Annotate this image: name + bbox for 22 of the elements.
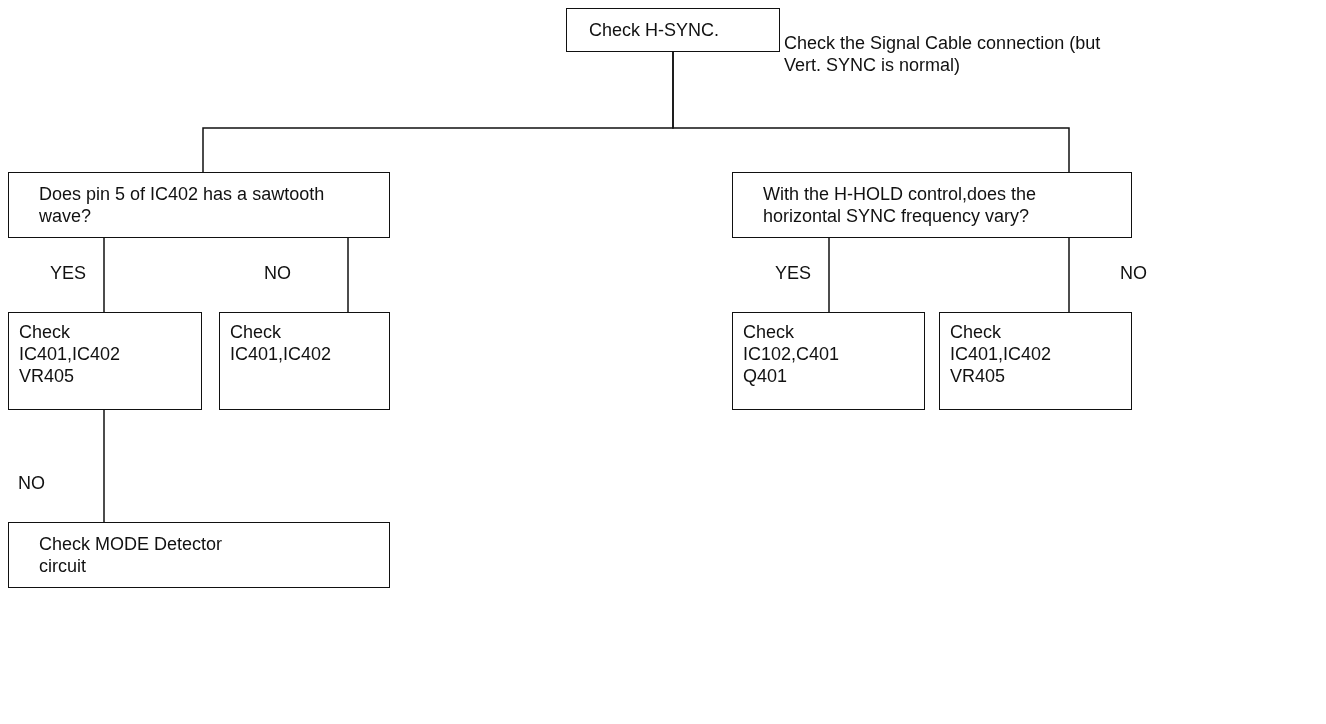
- box-text: With the H-HOLD control,does the horizontal SYNC frequency vary?: [763, 183, 1038, 227]
- connector-line: [1068, 237, 1070, 313]
- box-text: Check MODE Detector circuit: [39, 533, 224, 577]
- process-box: [8, 172, 390, 238]
- connector-line: [828, 237, 830, 313]
- process-box: [732, 312, 925, 410]
- process-box: [732, 172, 1132, 238]
- box-text: Check IC102,C401 Q401: [743, 321, 841, 387]
- box-text: Check H-SYNC.: [589, 19, 721, 41]
- process-box: [566, 8, 780, 52]
- process-box: [8, 312, 202, 410]
- connector-line: [347, 237, 349, 313]
- box-text: Check IC401,IC402 VR405: [19, 321, 122, 387]
- box-text: Check IC401,IC402: [230, 321, 333, 365]
- connector-line: [103, 409, 105, 523]
- box-text: Does pin 5 of IC402 has a sawtooth wave?: [39, 183, 326, 227]
- connector-line: [103, 237, 105, 313]
- process-box: [8, 522, 390, 588]
- process-box: [939, 312, 1132, 410]
- connector-line: [672, 51, 1070, 173]
- box-text: Check IC401,IC402 VR405: [950, 321, 1053, 387]
- process-box: [219, 312, 390, 410]
